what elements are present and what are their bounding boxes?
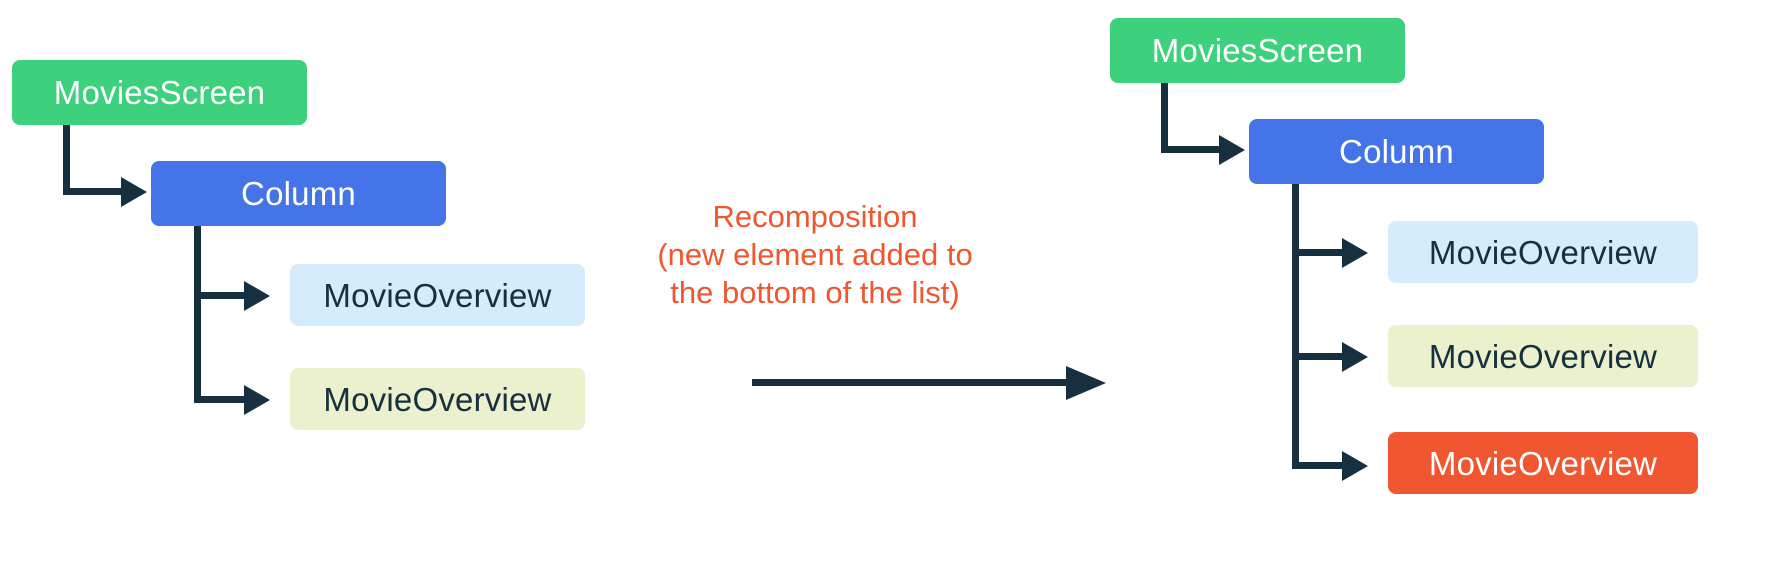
before-node-column: Column	[151, 161, 446, 226]
before-branch-horizontal-2	[194, 396, 248, 403]
before-movieoverview-1-label: MovieOverview	[323, 276, 552, 314]
before-arrowhead-root-to-column	[121, 177, 147, 207]
before-movieoverview-2-label: MovieOverview	[323, 380, 552, 418]
before-column-label: Column	[241, 175, 356, 212]
after-node-movieoverview-2: MovieOverview	[1388, 325, 1698, 387]
after-node-column: Column	[1249, 119, 1544, 184]
after-elbow-vertical-root	[1161, 83, 1168, 153]
after-arrowhead-root-to-column	[1219, 135, 1245, 165]
after-arrowhead-child-3	[1342, 451, 1368, 481]
before-node-movieoverview-1: MovieOverview	[290, 264, 585, 326]
before-elbow-vertical-root	[63, 125, 70, 195]
before-node-moviesscreen: MoviesScreen	[12, 60, 307, 125]
before-node-movieoverview-2: MovieOverview	[290, 368, 585, 430]
before-column-trunk	[194, 226, 201, 403]
transition-arrowhead	[1066, 366, 1106, 400]
after-arrowhead-child-1	[1342, 238, 1368, 268]
after-node-movieoverview-1: MovieOverview	[1388, 221, 1698, 283]
after-elbow-horizontal-root	[1161, 146, 1223, 153]
after-node-movieoverview-3-new: MovieOverview	[1388, 432, 1698, 494]
after-node-moviesscreen: MoviesScreen	[1110, 18, 1405, 83]
transition-arrow-shaft	[752, 379, 1070, 386]
before-elbow-horizontal-root	[63, 188, 125, 195]
after-movieoverview-1-label: MovieOverview	[1428, 233, 1658, 271]
before-arrowhead-child-1	[244, 281, 270, 311]
after-column-label: Column	[1339, 133, 1454, 170]
after-branch-horizontal-3	[1292, 462, 1346, 469]
after-arrowhead-child-2	[1342, 342, 1368, 372]
before-arrowhead-child-2	[244, 385, 270, 415]
after-branch-horizontal-2	[1292, 353, 1346, 360]
after-movieoverview-3-label: MovieOverview	[1428, 444, 1658, 482]
after-branch-horizontal-1	[1292, 249, 1346, 256]
recomposition-caption: Recomposition (new element added to the …	[657, 199, 973, 310]
after-moviesscreen-label: MoviesScreen	[1151, 32, 1364, 69]
before-branch-horizontal-1	[194, 292, 248, 299]
after-movieoverview-2-label: MovieOverview	[1428, 337, 1658, 375]
before-moviesscreen-label: MoviesScreen	[53, 74, 266, 111]
after-column-trunk	[1292, 184, 1299, 469]
